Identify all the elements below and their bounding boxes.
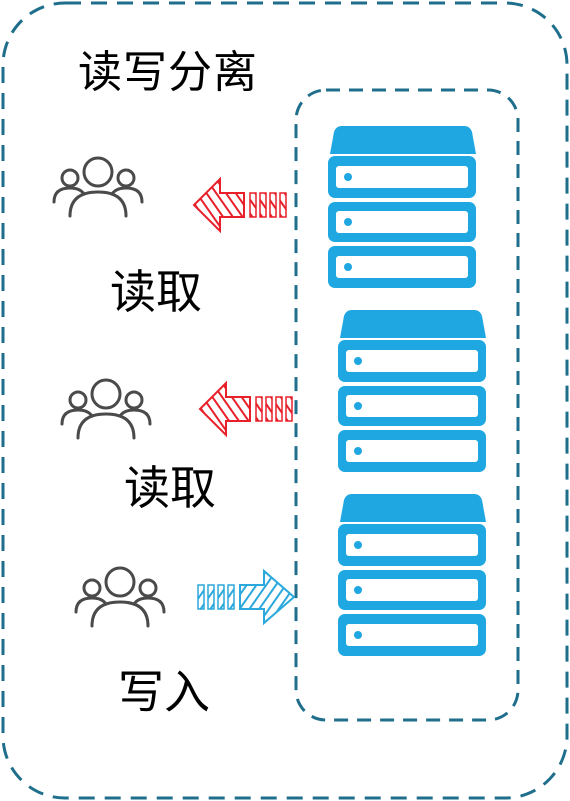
read-arrow-icon bbox=[193, 178, 287, 232]
server-stack-icon bbox=[338, 310, 486, 472]
client-label-read: 读取 bbox=[124, 461, 216, 515]
client-label-read: 读取 bbox=[110, 265, 202, 319]
users-icon bbox=[52, 156, 144, 218]
server-cluster-boundary bbox=[294, 88, 520, 722]
users-icon bbox=[60, 378, 152, 440]
users-icon bbox=[74, 566, 166, 628]
diagram-title: 读写分离 bbox=[78, 47, 258, 98]
client-label-write: 写入 bbox=[118, 665, 210, 719]
server-stack-icon bbox=[338, 494, 486, 656]
write-arrow-icon bbox=[197, 570, 295, 624]
server-stack-icon bbox=[328, 126, 476, 288]
read-arrow-icon bbox=[199, 382, 293, 436]
